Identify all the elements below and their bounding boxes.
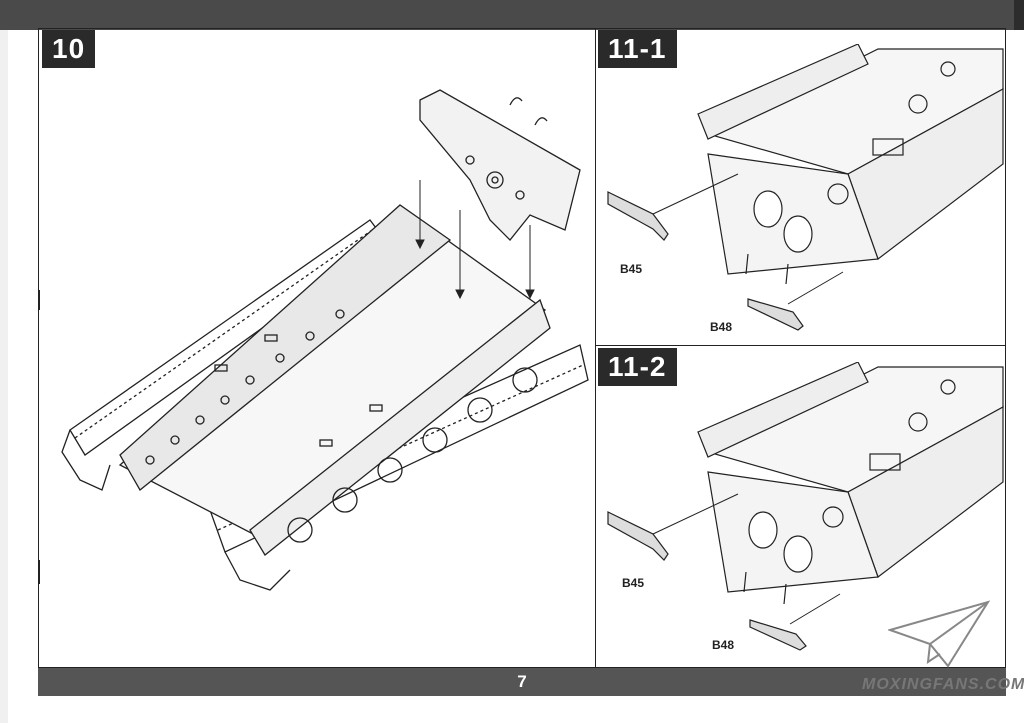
page-left-edge [0,0,8,723]
paper-plane-logo [888,600,991,668]
footer-bar: 7 [38,668,1006,696]
step-10-badge: 10 [42,30,96,68]
panel-divider-vertical [595,28,596,668]
part-label-b48: B48 [710,320,733,334]
page-number: 7 [517,672,527,691]
step-11-2-badge: 11-2 [598,348,677,386]
step-10-illustration [61,89,589,591]
part-label-b48: B48 [712,638,735,652]
watermark-text: MOXINGFANS.COM [862,676,1024,693]
panel-divider-horizontal [595,345,1006,346]
instruction-frame [38,28,1006,668]
part-label-b45: B45 [622,576,645,590]
part-label-b45: B45 [620,262,643,276]
step-11-2-illustration [607,362,1004,651]
binding-mark [38,560,40,584]
top-bar-edge [1014,0,1024,30]
step-11-1-badge: 11-1 [598,30,677,68]
step-11-1-illustration [607,44,1004,331]
binding-mark [38,290,40,310]
top-bar [0,0,1024,30]
